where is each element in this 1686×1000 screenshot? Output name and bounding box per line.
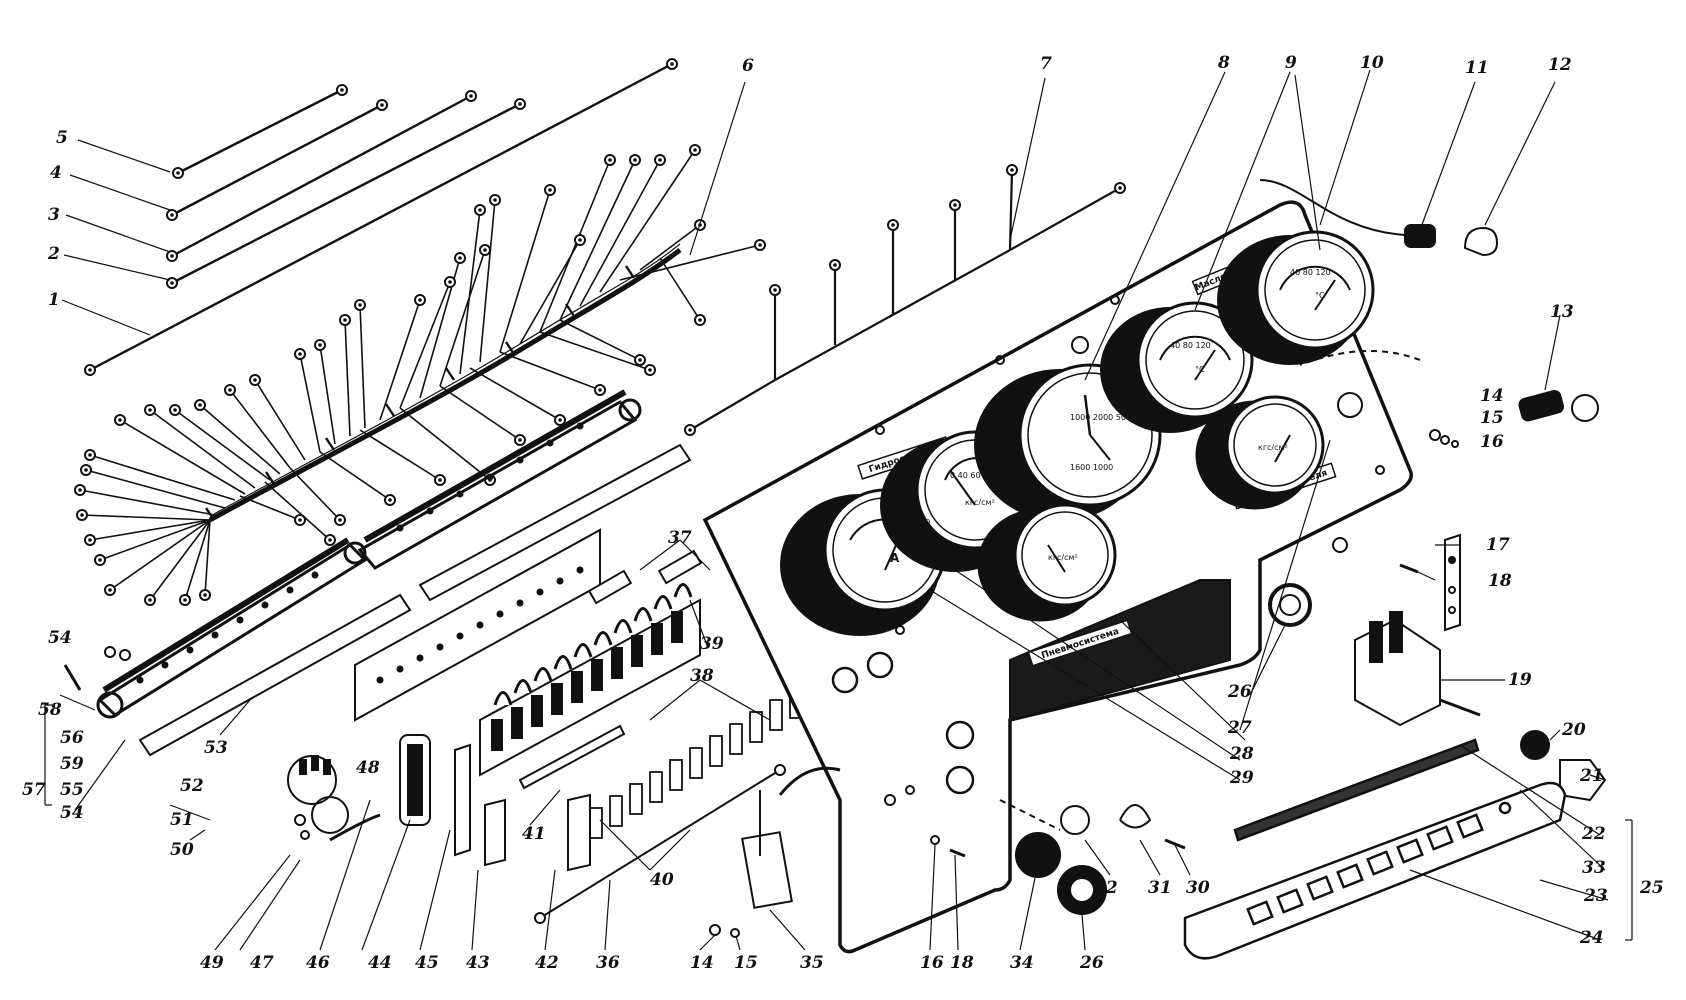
callout-2: 2: [48, 244, 60, 264]
ammeter-scale: 0 40 20 100: [882, 518, 930, 527]
callout-18: 18: [1488, 571, 1512, 591]
callout-10: 10: [1360, 53, 1384, 73]
callout-39: 39: [700, 634, 724, 654]
callout-20: 20: [1562, 720, 1586, 740]
callout-32: 32: [1094, 878, 1118, 898]
callout-36: 36: [596, 953, 620, 973]
fuse-block: [479, 583, 701, 777]
hydraulic-unit: кгс/см²: [965, 498, 995, 507]
callout-8: 8: [1218, 53, 1230, 73]
callout-44: 44: [368, 953, 392, 973]
oil-temp-unit: °C: [1195, 365, 1205, 374]
callout-14: 14: [1480, 386, 1504, 406]
callout-38: 38: [690, 666, 714, 686]
callout-31: 31: [1148, 878, 1172, 898]
fuses: [569, 687, 803, 851]
oil-temperature-gauge: [1100, 301, 1254, 433]
terminal-bars: [96, 389, 692, 757]
tacho-scale-top: 1000 2000 500: [1070, 413, 1131, 422]
callout-15: 15: [1480, 408, 1504, 428]
callout-5: 5: [56, 128, 68, 148]
callout-24: 24: [1580, 928, 1604, 948]
callout-15-bottom: 15: [734, 953, 758, 973]
callout-28: 28: [1230, 744, 1254, 764]
callout-16: 16: [1480, 432, 1504, 452]
callout-42: 42: [535, 953, 559, 973]
callout-45: 45: [415, 953, 439, 973]
callout-11: 11: [1465, 58, 1489, 78]
lamp-and-socket: [1259, 179, 1599, 422]
callout-54-top: 54: [48, 628, 72, 648]
callout-55: 55: [60, 780, 84, 800]
callout-22: 22: [1582, 824, 1606, 844]
callout-59: 59: [60, 754, 84, 774]
callout-48: 48: [356, 758, 380, 778]
callout-19: 19: [1508, 670, 1532, 690]
leader-lines: [44, 69, 1633, 951]
callout-21: 21: [1580, 766, 1604, 786]
callout-13: 13: [1550, 302, 1574, 322]
callout-1: 1: [48, 290, 60, 310]
callout-47: 47: [250, 953, 274, 973]
callout-14-bottom: 14: [690, 953, 714, 973]
gauge-dial-texts: 0 40 20 100 A 0 40 60 80 100 кгс/см² 100…: [882, 268, 1331, 565]
callout-9: 9: [1285, 53, 1297, 73]
callout-27: 27: [1228, 718, 1252, 738]
ammeter-unit: A: [890, 551, 900, 565]
callout-49: 49: [200, 953, 224, 973]
callout-51: 51: [170, 810, 194, 830]
callout-18-bottom: 18: [950, 953, 974, 973]
callout-41: 41: [522, 824, 546, 844]
oil-pressure-gauge: [1195, 395, 1325, 510]
callout-40: 40: [650, 870, 674, 890]
callout-37: 37: [668, 528, 692, 548]
tacho-scale-low: 1600 1000: [1070, 463, 1113, 472]
callout-3: 3: [48, 205, 60, 225]
hydraulic-scale: 0 40 60 80 100: [950, 471, 1011, 480]
small-parts: [63, 429, 1459, 938]
water-temp-scale: 40 80 120: [1290, 268, 1331, 277]
callout-6: 6: [742, 56, 754, 76]
callout-29: 29: [1230, 768, 1254, 788]
callout-34: 34: [1010, 953, 1034, 973]
callout-50: 50: [170, 840, 194, 860]
callout-43: 43: [466, 953, 490, 973]
main-harness: [79, 149, 761, 601]
control-panel: [1183, 738, 1567, 960]
callout-23: 23: [1584, 886, 1608, 906]
callout-17: 17: [1486, 535, 1510, 555]
callout-53: 53: [204, 738, 228, 758]
callout-30: 30: [1186, 878, 1210, 898]
air-pressure-unit: кгс/см²: [1048, 553, 1078, 562]
callout-58: 58: [38, 700, 62, 720]
callout-52: 52: [180, 776, 204, 796]
bracket-and-switch: [1354, 533, 1607, 802]
oil-temp-scale: 40 80 120: [1170, 341, 1211, 350]
callout-33: 33: [1582, 858, 1606, 878]
water-temp-unit: °C: [1315, 291, 1325, 300]
callout-56: 56: [60, 728, 84, 748]
callout-35: 35: [800, 953, 824, 973]
callout-26-bottom: 26: [1080, 953, 1104, 973]
harness-terminals: [74, 144, 766, 606]
callout-7: 7: [1040, 54, 1052, 74]
callout-25: 25: [1640, 878, 1664, 898]
wire-group-7: [689, 169, 1121, 431]
callout-26-upper: 26: [1228, 682, 1252, 702]
separate-wires: [89, 62, 673, 372]
callout-54-bottom: 54: [60, 803, 84, 823]
callout-46: 46: [306, 953, 330, 973]
oil-pressure-unit: кгс/см²: [1258, 443, 1288, 452]
air-pressure-gauge: [977, 503, 1117, 622]
misc-parts: [287, 549, 703, 872]
callout-12: 12: [1548, 55, 1572, 75]
callout-4: 4: [50, 163, 62, 183]
water-temperature-gauge: [1217, 230, 1375, 365]
callout-57: 57: [22, 780, 46, 800]
callout-16-bottom: 16: [920, 953, 944, 973]
